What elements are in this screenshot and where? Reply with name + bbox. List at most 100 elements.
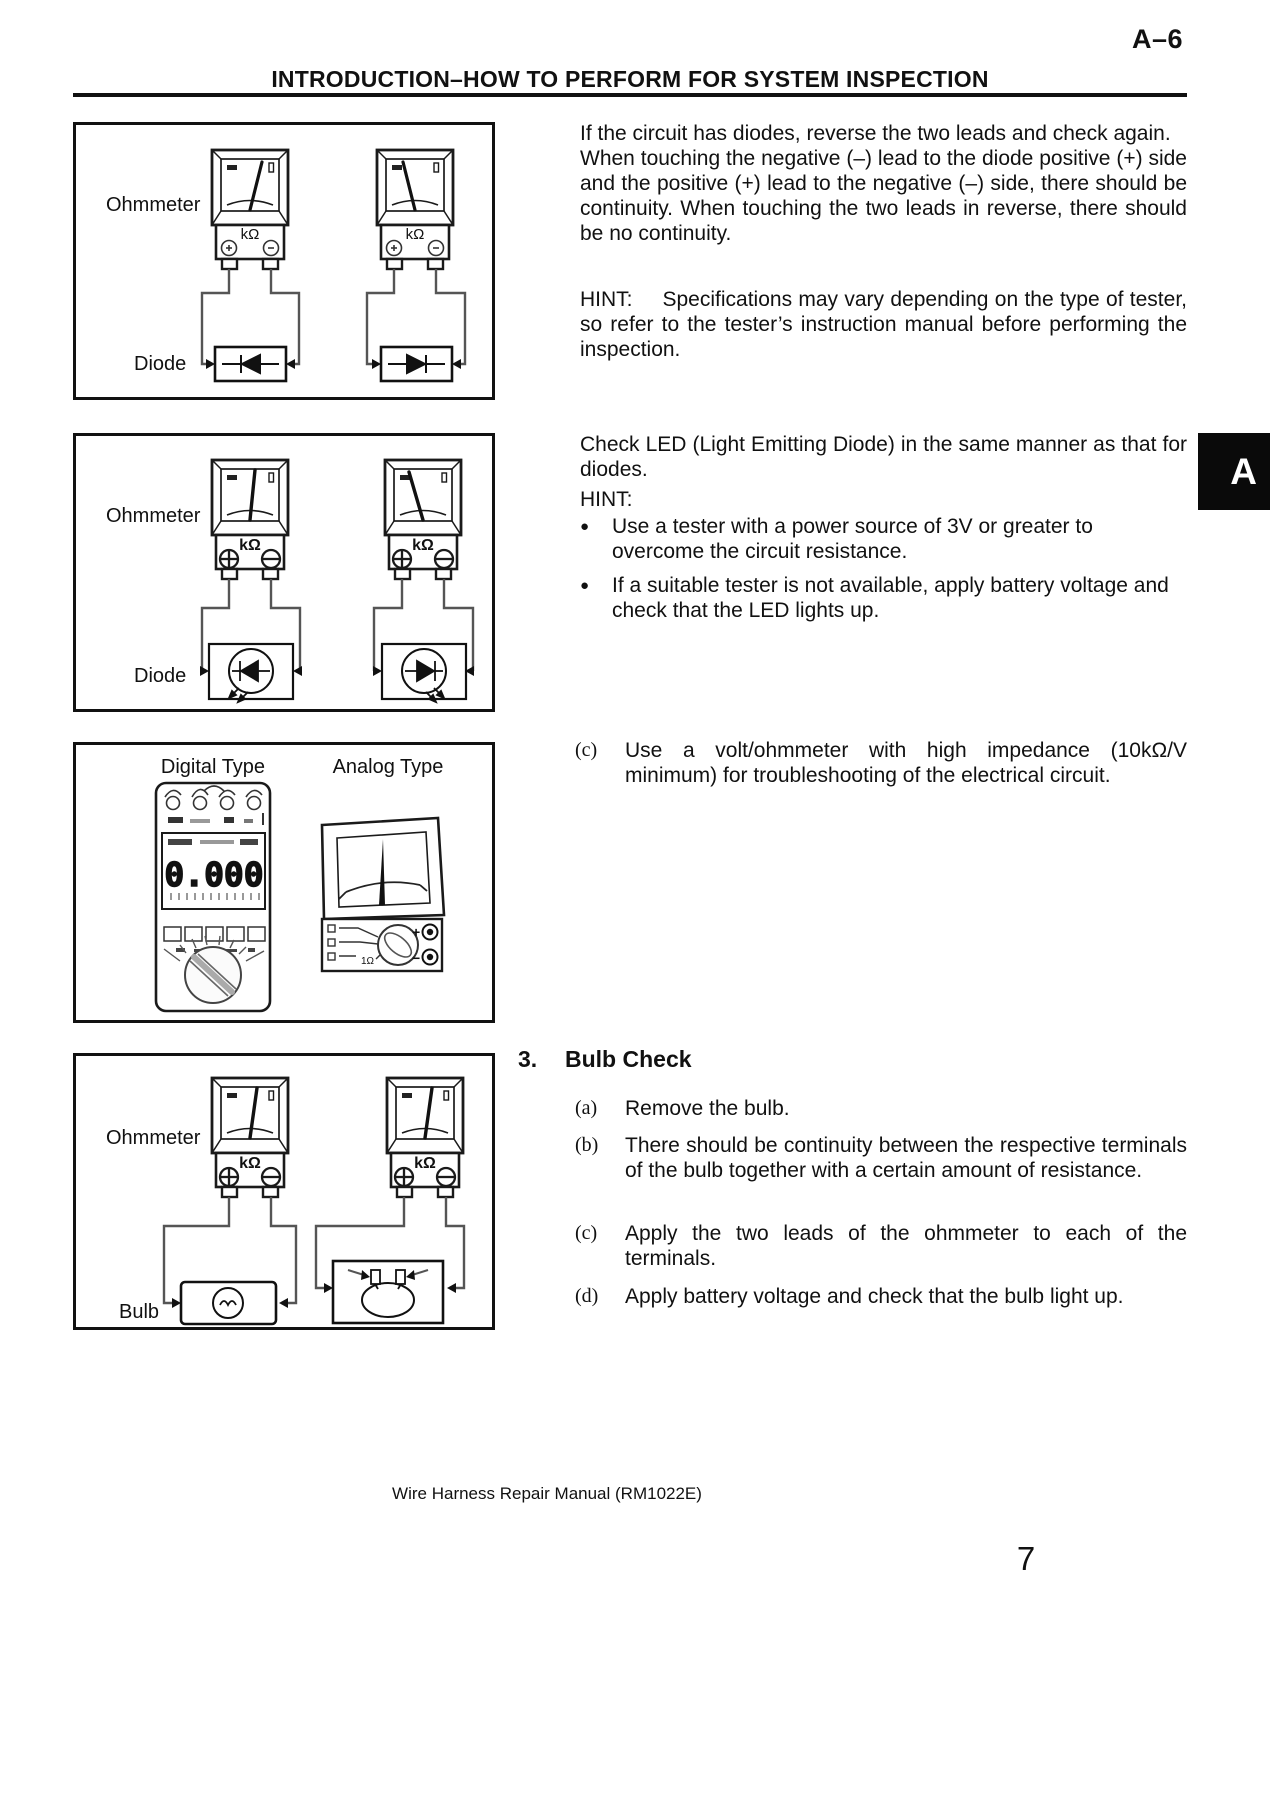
ohmmeter-right: kΩ	[375, 148, 455, 271]
meter-unit: kΩ	[414, 1155, 436, 1172]
meter-unit: kΩ	[241, 226, 260, 243]
figure-tester-types: Digital Type Analog Type	[73, 742, 495, 1023]
item-text: Apply the two leads of the ohmmeter to e…	[625, 1222, 1187, 1270]
hint-led-label: HINT:	[580, 488, 633, 511]
terminal-arrows	[347, 1269, 429, 1280]
ohmmeter-left: kΩ	[210, 1076, 290, 1199]
output-jacks	[421, 923, 439, 966]
test-lead-wires	[200, 269, 467, 366]
ohmmeter-left: kΩ	[210, 148, 290, 271]
analog-tester: 1Ω + −	[320, 816, 446, 973]
bulb-label: Bulb	[119, 1301, 159, 1323]
item-label: (c)	[575, 1222, 598, 1244]
item-label: (c)	[575, 739, 598, 761]
analog-meter-head	[320, 816, 446, 921]
bullet-icon: ●	[580, 518, 590, 535]
diode-label: Diode	[134, 353, 186, 375]
plus-jack-label: +	[412, 924, 420, 940]
minus-terminal-icon	[435, 1166, 457, 1188]
bullet-item: ● If a suitable tester is not available,…	[580, 573, 1187, 623]
range-marks	[327, 924, 383, 961]
figure-led-check: Ohmmeter Diode kΩ kΩ	[73, 433, 495, 712]
page-title: INTRODUCTION–HOW TO PERFORM FOR SYSTEM I…	[271, 66, 989, 92]
bullet-icon: ●	[580, 577, 590, 594]
meter-unit: kΩ	[239, 537, 261, 554]
plus-terminal-icon	[218, 1166, 240, 1188]
minus-terminal-icon	[260, 548, 282, 570]
plus-terminal-icon	[220, 239, 238, 257]
bulb-side-view	[331, 1259, 445, 1325]
input-jacks	[164, 785, 263, 811]
plus-terminal-icon	[385, 239, 403, 257]
meter-needle	[423, 1086, 434, 1140]
figure-diode-check: Ohmmeter Diode kΩ kΩ	[73, 122, 495, 400]
lcd-display: 0.000	[161, 832, 266, 910]
led-symbol-right	[405, 659, 446, 704]
led-symbol-left	[227, 659, 270, 704]
ohmmeter-right: kΩ	[383, 458, 463, 581]
item-label: (a)	[575, 1097, 598, 1119]
bullet-item: ● Use a tester with a power source of 3V…	[580, 514, 1187, 564]
diode-check-paragraph: If the circuit has diodes, reverse the t…	[580, 121, 1187, 246]
selector-knob	[377, 924, 419, 966]
led-right	[380, 642, 468, 704]
section-number: 3.	[518, 1046, 538, 1072]
item-label: (d)	[575, 1285, 599, 1307]
item-text: Apply battery voltage and check that the…	[625, 1285, 1124, 1308]
meter-unit: kΩ	[406, 226, 425, 243]
minus-jack-label: −	[412, 950, 420, 966]
section-tab-a: A	[1198, 433, 1270, 510]
plus-terminal-icon	[391, 548, 413, 570]
page-number: 7	[1016, 1540, 1036, 1577]
paragraph: If the circuit has diodes, reverse the t…	[580, 122, 1171, 145]
minus-terminal-icon	[260, 1166, 282, 1188]
led-check-paragraph: Check LED (Light Emitting Diode) in the …	[580, 433, 1187, 481]
meter-needle	[407, 470, 425, 522]
footer-text: Wire Harness Repair Manual (RM1022E)	[392, 1484, 702, 1503]
minus-terminal-icon	[427, 239, 445, 257]
bullet-text: Use a tester with a power source of 3V o…	[612, 515, 1093, 563]
diode-symbol-right	[388, 353, 445, 375]
item-a: (a) Remove the bulb.	[575, 1096, 1187, 1121]
meter-needle	[401, 160, 417, 212]
header-rule	[73, 93, 1187, 97]
item-b: (b) There should be continuity between t…	[575, 1133, 1187, 1183]
digital-multimeter: 0.000	[154, 781, 272, 1013]
ohmmeter-right: kΩ	[385, 1076, 465, 1199]
lead-arrowheads	[200, 666, 474, 676]
plus-terminal-icon	[393, 1166, 415, 1188]
analog-type-label: Analog Type	[333, 756, 444, 778]
ohmmeter-label: Ohmmeter	[106, 1127, 201, 1149]
section-bulb-check: 3. Bulb Check	[518, 1046, 1158, 1073]
lcd-bargraph	[170, 893, 260, 900]
figure-bulb-check: Ohmmeter Bulb kΩ kΩ	[73, 1053, 495, 1330]
section-title: Bulb Check	[565, 1046, 692, 1072]
item-text: Use a volt/ohmmeter with high impedance …	[625, 739, 1187, 787]
item-label: (b)	[575, 1134, 599, 1156]
plus-terminal-icon	[218, 548, 240, 570]
paragraph: When touching the negative (–) lead to t…	[580, 147, 1187, 245]
meter-needle	[248, 160, 264, 212]
bulb-terminals	[370, 1269, 406, 1290]
item-c-tester: (c) Use a volt/ohmmeter with high impeda…	[575, 738, 1187, 788]
diode-left	[213, 345, 288, 383]
minus-terminal-icon	[262, 239, 280, 257]
meter-needle	[248, 468, 257, 522]
meter-unit: kΩ	[412, 537, 434, 554]
meter-needle	[248, 1086, 259, 1140]
diode-symbol-left	[222, 353, 279, 375]
meter-unit: kΩ	[239, 1155, 261, 1172]
ohmmeter-label: Ohmmeter	[106, 505, 201, 527]
meter-needle	[379, 839, 385, 905]
hint-diode: HINT:Specifications may vary depending o…	[580, 287, 1187, 362]
filament-contacts	[219, 1300, 237, 1308]
item-c: (c) Apply the two leads of the ohmmeter …	[575, 1221, 1187, 1271]
analog-lower-panel: 1Ω + −	[320, 917, 444, 973]
led-left	[207, 642, 295, 704]
bullet-text: If a suitable tester is not available, a…	[612, 574, 1169, 622]
diode-label: Diode	[134, 665, 186, 687]
test-lead-wires	[162, 1197, 466, 1305]
lead-arrowheads	[206, 359, 461, 369]
lead-arrowheads	[172, 1283, 456, 1308]
